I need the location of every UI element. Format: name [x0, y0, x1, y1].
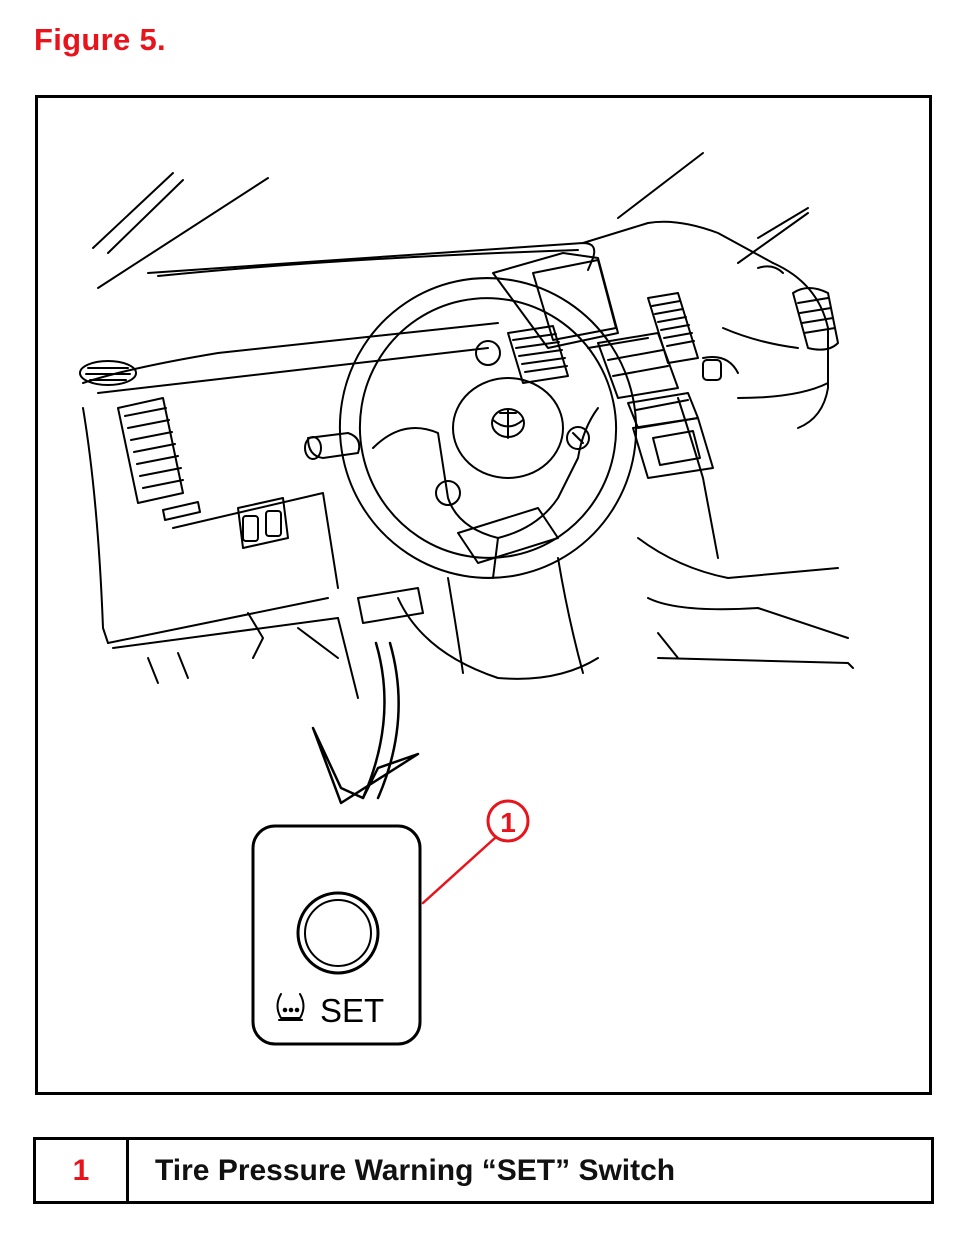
center-vent-left [507, 325, 569, 384]
callout-number: 1 [500, 807, 516, 838]
pointer-arrow [311, 641, 420, 805]
center-vent-right [647, 292, 699, 364]
left-vent [117, 397, 201, 521]
windshield-lines [92, 152, 809, 289]
lower-dashboard [82, 407, 424, 699]
callout-1: 1 [421, 799, 530, 905]
center-console [597, 332, 739, 559]
turn-signal-stalk [304, 432, 361, 460]
tire-pressure-warning-icon [276, 993, 305, 1021]
steering-column [397, 557, 599, 680]
right-lower-panel [637, 537, 854, 669]
left-vent-round [79, 360, 137, 386]
legend-description: Tire Pressure Warning “SET” Switch [155, 1153, 676, 1187]
dashboard-top [82, 220, 829, 429]
right-vent [722, 265, 839, 399]
legend-table: 1 Tire Pressure Warning “SET” Switch [33, 1137, 934, 1204]
legend-number: 1 [36, 1140, 129, 1201]
set-switch-panel [251, 824, 422, 1046]
steering-wheel [338, 277, 638, 579]
switch-label: SET [320, 992, 384, 1029]
illustration-frame: SET 1 [35, 95, 932, 1095]
dashboard-illustration: SET 1 [79, 152, 854, 1046]
figure-title: Figure 5. [34, 22, 166, 57]
